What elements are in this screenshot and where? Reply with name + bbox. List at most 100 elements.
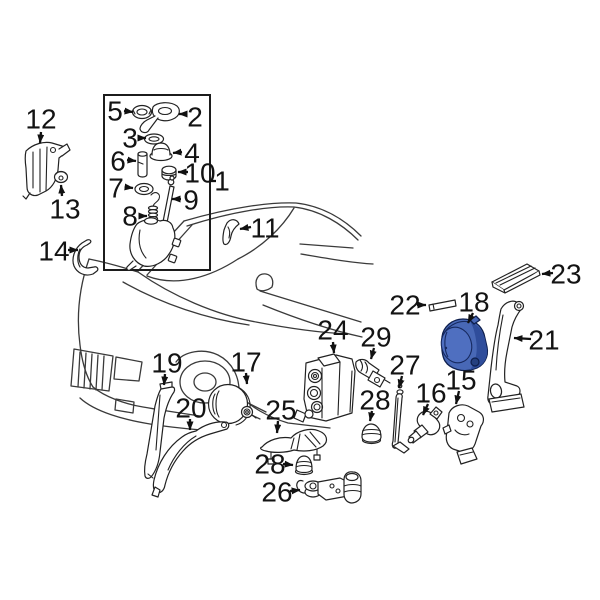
- part-number-label[interactable]: 16: [415, 378, 446, 409]
- callout-2-4[interactable]: 2: [178, 102, 203, 133]
- part-number-label[interactable]: 21: [528, 325, 559, 356]
- callout-24-18[interactable]: 24: [317, 315, 349, 354]
- part-number-label[interactable]: 23: [550, 259, 581, 290]
- leader-arrow: [369, 347, 377, 360]
- leader-arrow: [368, 410, 376, 422]
- part-number-label[interactable]: 11: [250, 213, 279, 244]
- part-number-label[interactable]: 7: [108, 173, 124, 204]
- callout-21-17[interactable]: 21: [513, 325, 560, 356]
- part-number-label[interactable]: 28: [359, 385, 390, 416]
- part-number-label[interactable]: 19: [151, 348, 182, 379]
- callout-23-14[interactable]: 23: [541, 259, 582, 290]
- part-25[interactable]: [260, 428, 328, 465]
- callout-5-3[interactable]: 5: [107, 96, 134, 127]
- part-number-label[interactable]: 18: [458, 287, 489, 318]
- callout-11-13[interactable]: 11: [239, 213, 280, 244]
- callout-29-19[interactable]: 29: [360, 322, 392, 360]
- leader-arrow: [282, 460, 294, 468]
- callout-28-27[interactable]: 28: [359, 385, 391, 422]
- part-number-label[interactable]: 25: [265, 395, 296, 426]
- callout-4-6[interactable]: 4: [172, 138, 200, 169]
- leader-arrow: [274, 420, 282, 434]
- callout-7-10[interactable]: 7: [108, 173, 134, 204]
- part-6[interactable]: [137, 151, 148, 178]
- part-number-label[interactable]: 10: [184, 158, 215, 189]
- part-18-highlighted[interactable]: [437, 315, 489, 372]
- part-number-label[interactable]: 24: [317, 315, 348, 346]
- callout-25-26[interactable]: 25: [265, 395, 297, 434]
- part-16[interactable]: [407, 406, 443, 444]
- callout-14-2[interactable]: 14: [38, 236, 79, 267]
- callout-15-23[interactable]: 15: [445, 365, 477, 405]
- part-number-label[interactable]: 14: [38, 236, 69, 267]
- part-number-label[interactable]: 13: [49, 194, 80, 225]
- part-22[interactable]: [428, 299, 457, 312]
- callout-12-0[interactable]: 12: [25, 104, 57, 144]
- part-13[interactable]: [53, 170, 69, 184]
- part-24[interactable]: [293, 353, 356, 423]
- part-number-label[interactable]: 28: [254, 449, 285, 480]
- callout-10-8[interactable]: 10: [177, 158, 216, 189]
- callout-16-24[interactable]: 16: [415, 378, 447, 416]
- part-23[interactable]: [491, 263, 541, 294]
- callout-26-29[interactable]: 26: [261, 477, 301, 508]
- callout-8-12[interactable]: 8: [122, 201, 148, 232]
- part-number-label[interactable]: 6: [110, 146, 126, 177]
- part-5[interactable]: [131, 104, 153, 120]
- part-number-label[interactable]: 27: [389, 350, 420, 381]
- part-number-label[interactable]: 20: [175, 393, 206, 424]
- part-4[interactable]: [149, 142, 173, 162]
- part-7[interactable]: [134, 182, 154, 196]
- part-12[interactable]: [22, 141, 71, 200]
- part-29[interactable]: [355, 358, 391, 388]
- part-14[interactable]: [72, 239, 99, 276]
- leader-arrow: [329, 341, 337, 354]
- leader-arrow: [242, 372, 250, 385]
- part-26[interactable]: [296, 471, 362, 504]
- part-number-label[interactable]: 3: [122, 123, 138, 154]
- part-number-label[interactable]: 12: [25, 104, 56, 135]
- part-28-upper[interactable]: [361, 423, 382, 445]
- part-number-label[interactable]: 26: [261, 477, 292, 508]
- callout-28-28[interactable]: 28: [254, 449, 294, 480]
- leader-arrow: [126, 156, 137, 164]
- leader-arrow: [239, 224, 252, 231]
- leader-arrow: [466, 312, 475, 324]
- part-number-label[interactable]: 29: [360, 322, 391, 353]
- callout-17-21[interactable]: 17: [230, 347, 262, 385]
- part-11[interactable]: [222, 219, 240, 246]
- part-number-label[interactable]: 15: [445, 365, 476, 396]
- callout-3-5[interactable]: 3: [122, 123, 147, 154]
- part-number-label[interactable]: 4: [184, 138, 200, 169]
- part-number-label[interactable]: 1: [214, 166, 230, 197]
- part-number-label[interactable]: 9: [183, 185, 199, 216]
- leader-arrow: [289, 487, 301, 495]
- leader-arrow: [397, 375, 405, 389]
- part-20[interactable]: [151, 421, 230, 498]
- callout-13-1[interactable]: 13: [49, 184, 81, 225]
- part-number-label[interactable]: 22: [389, 290, 420, 321]
- leader-arrow: [172, 148, 183, 156]
- part-reservoir[interactable]: [126, 217, 182, 271]
- part-27[interactable]: [391, 383, 410, 454]
- leader-arrow: [513, 335, 532, 342]
- part-1-kit-box: [103, 94, 211, 271]
- part-number-label[interactable]: 8: [122, 201, 138, 232]
- part-number-label[interactable]: 2: [187, 102, 203, 133]
- part-number-label[interactable]: 17: [230, 347, 261, 378]
- part-number-label[interactable]: 5: [107, 96, 123, 127]
- part-17[interactable]: [207, 383, 257, 426]
- callout-19-22[interactable]: 19: [151, 348, 183, 386]
- callout-20-25[interactable]: 20: [175, 393, 207, 431]
- part-28-lower[interactable]: [294, 455, 314, 476]
- callout-18-16[interactable]: 18: [458, 287, 490, 324]
- callout-9-11[interactable]: 9: [171, 185, 199, 216]
- callout-6-7[interactable]: 6: [110, 146, 137, 177]
- part-2[interactable]: [139, 102, 180, 134]
- callout-22-15[interactable]: 22: [389, 290, 427, 321]
- part-21[interactable]: [487, 300, 525, 413]
- callout-27-20[interactable]: 27: [389, 350, 421, 389]
- callout-1-9[interactable]: 1: [209, 166, 230, 197]
- part-15[interactable]: [442, 404, 485, 465]
